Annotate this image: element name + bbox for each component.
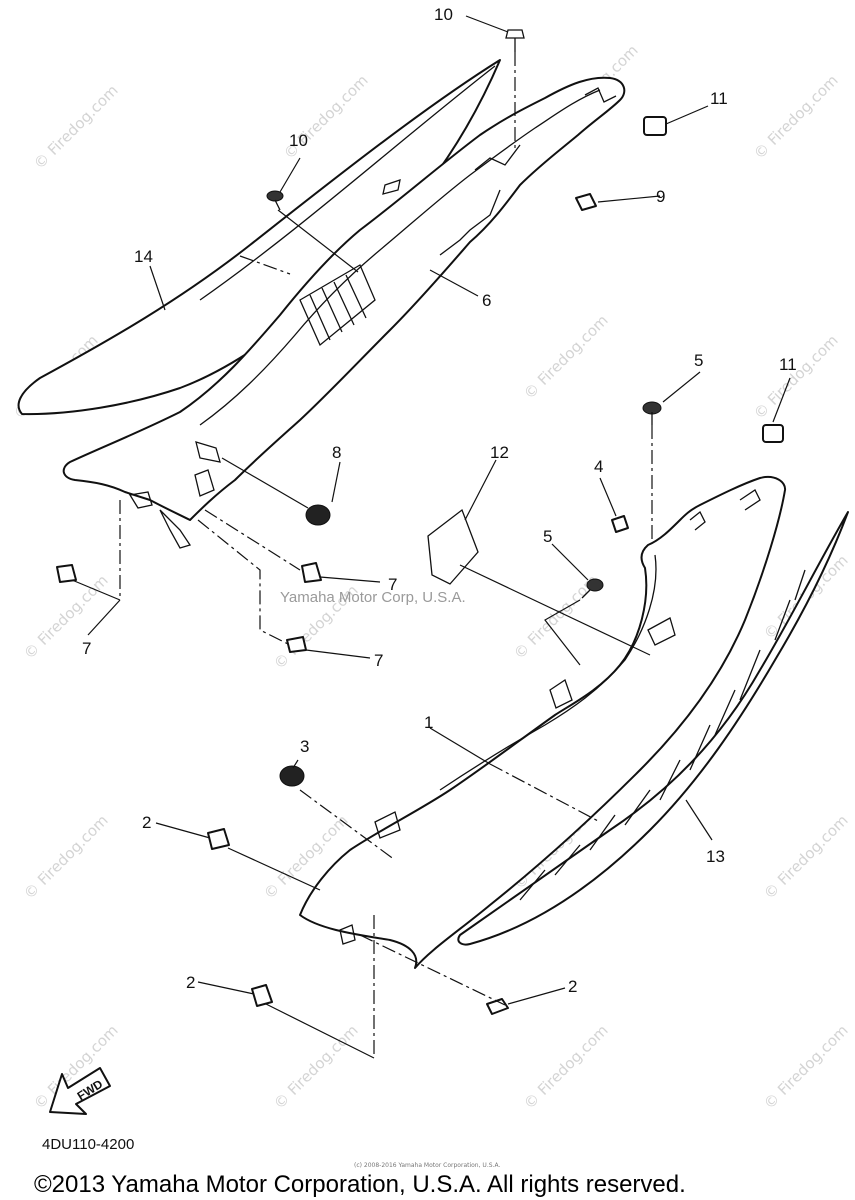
watermark-text: © Firedog.com xyxy=(20,811,112,903)
callout-labels: 10 10 11 9 14 6 5 11 12 8 4 5 7 7 7 1 3 … xyxy=(82,5,797,996)
watermark-text: © Firedog.com xyxy=(270,1021,362,1113)
callout-5-top: 5 xyxy=(694,351,703,370)
part-9-nut xyxy=(575,193,597,211)
callout-11-top: 11 xyxy=(710,89,728,108)
part-7-pad-mid xyxy=(301,562,322,583)
watermark-text: © Firedog.com xyxy=(760,811,852,903)
part-5-screw-mid xyxy=(581,578,604,599)
part-2-pad-upper xyxy=(207,828,230,850)
part-8-grommet xyxy=(305,504,331,526)
part-10-screw-left xyxy=(266,190,284,211)
callout-3: 3 xyxy=(300,737,309,756)
callout-9: 9 xyxy=(656,187,665,206)
image-credit: Yamaha Motor Corp, U.S.A. xyxy=(280,589,466,606)
watermark-text: © Firedog.com xyxy=(20,571,112,663)
watermark-text: © Firedog.com xyxy=(30,81,122,173)
callout-2-right: 2 xyxy=(568,977,577,996)
part-7-pad-left xyxy=(56,564,77,583)
callout-7-left: 7 xyxy=(82,639,91,658)
callout-14: 14 xyxy=(134,247,153,266)
callout-10-top: 10 xyxy=(434,5,453,24)
watermark-text: © Firedog.com xyxy=(750,71,842,163)
small-parts xyxy=(56,29,784,1015)
part-11-clip-top xyxy=(643,116,667,136)
callout-7-mid: 7 xyxy=(388,575,397,594)
part-13-graphic xyxy=(457,511,849,946)
callout-4: 4 xyxy=(594,457,603,476)
callout-10-left: 10 xyxy=(289,131,308,150)
leader-lines xyxy=(71,15,791,1059)
callout-2-upper: 2 xyxy=(142,813,151,832)
watermark-text: © Firedog.com xyxy=(750,331,842,423)
part-4-nut xyxy=(611,515,629,533)
part-6-side-cover-left xyxy=(62,76,626,549)
part-2-pad-lower xyxy=(251,984,273,1007)
part-7-pad-low xyxy=(286,636,307,653)
tiny-credit: (c) 2008-2016 Yamaha Motor Corporation, … xyxy=(354,1162,500,1169)
callout-8: 8 xyxy=(332,443,341,462)
callout-1: 1 xyxy=(424,713,433,732)
part-12-emblem xyxy=(427,508,479,585)
watermark-text: © Firedog.com xyxy=(520,1021,612,1113)
callout-11-right: 11 xyxy=(779,355,797,374)
watermark-text: © Firedog.com xyxy=(760,1021,852,1113)
callout-13: 13 xyxy=(706,847,725,866)
copyright-notice: ©2013 Yamaha Motor Corporation, U.S.A. A… xyxy=(34,1171,686,1198)
callout-7-low: 7 xyxy=(374,651,383,670)
part-10-screw-top xyxy=(505,29,525,52)
part-3-grommet xyxy=(279,765,305,787)
callout-6: 6 xyxy=(482,291,491,310)
diagram-part-code: 4DU110-4200 xyxy=(42,1136,134,1153)
part-11-clip-right xyxy=(762,424,784,443)
callout-12: 12 xyxy=(490,443,509,462)
callout-2-lower: 2 xyxy=(186,973,195,992)
part-5-screw-top xyxy=(642,401,662,425)
callout-5-mid: 5 xyxy=(543,527,552,546)
watermark-text: © Firedog.com xyxy=(520,311,612,403)
part-1-side-cover-right xyxy=(299,476,787,969)
